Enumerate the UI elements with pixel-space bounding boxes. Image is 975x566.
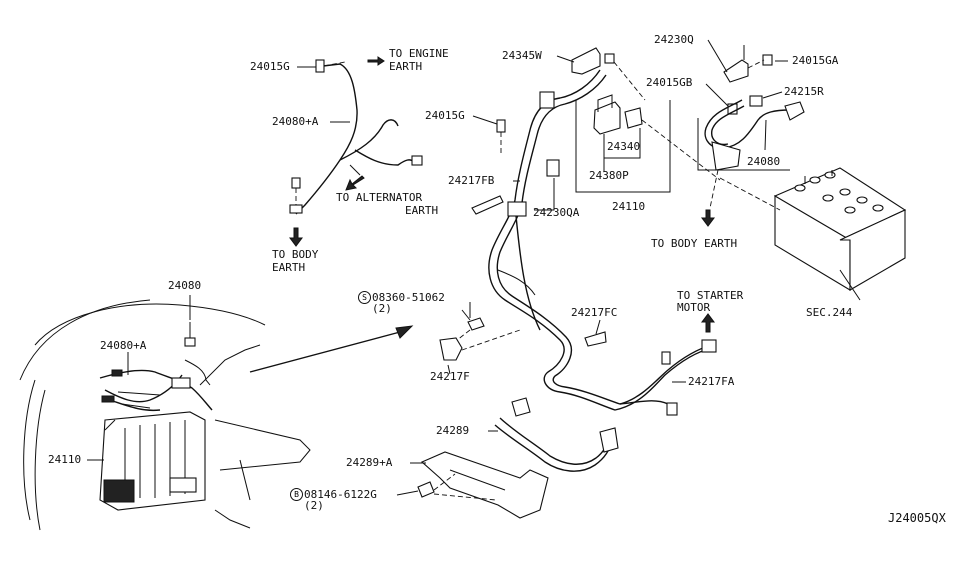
bolt-24015GA — [762, 54, 773, 66]
main-battery-cable — [488, 69, 717, 416]
clip-24217FB — [471, 195, 504, 215]
battery-terminal — [784, 101, 805, 121]
label-24015GB: 24015GB — [646, 76, 693, 89]
leader-lines — [87, 39, 788, 496]
clip-24215R — [749, 95, 763, 107]
arrow-to-body-earth-left — [289, 227, 303, 247]
diagram-code: J24005QX — [888, 511, 946, 525]
label-24215R: 24215R — [784, 85, 824, 98]
bolt-body-earth — [291, 177, 301, 189]
bracket-24230Q — [723, 59, 749, 83]
label-24230Q: 24230Q — [654, 33, 694, 46]
protectors — [417, 397, 619, 519]
label-24080A-top: 24080+A — [272, 115, 319, 128]
label-to-starter-motor-line1: TO STARTER — [677, 289, 744, 302]
protector-24289-clip1 — [511, 397, 531, 417]
label-to-body-earth-left-line1: TO BODY — [272, 248, 319, 261]
bolt-type-s-symbol: S — [358, 291, 371, 304]
starter-terminal — [701, 339, 717, 353]
bolt-type-b-symbol: B — [290, 488, 303, 501]
bolt-08360-group — [439, 309, 607, 361]
clip-24217F — [439, 337, 463, 361]
fuse-link-24380P — [624, 107, 643, 129]
label-24345W: 24345W — [502, 49, 542, 62]
engine-bracket — [169, 477, 197, 493]
label-08360-qty: (2) — [372, 302, 392, 315]
label-24110: 24110 — [612, 200, 646, 213]
cover-24345W — [571, 47, 601, 75]
cable-clamp-1 — [507, 201, 527, 217]
label-24230QA: 24230QA — [533, 206, 580, 219]
engine-bay-inset — [19, 299, 414, 531]
arrow-to-alternator-earth — [345, 175, 365, 191]
label-24289: 24289 — [436, 424, 470, 437]
label-24015G-top: 24015G — [250, 60, 290, 73]
clip-24217FA-2 — [661, 351, 671, 365]
label-to-body-earth-left-line2: EARTH — [272, 261, 306, 274]
label-24217FB: 24217FB — [448, 174, 495, 187]
terminal-cover-24080 — [711, 141, 741, 171]
label-08146-6122G: 08146-6122G — [304, 488, 377, 501]
label-24380P: 24380P — [589, 169, 629, 182]
bolt-08146-6122G — [417, 481, 435, 498]
cable-clamp-2 — [539, 91, 555, 109]
label-24015GA: 24015GA — [792, 54, 839, 67]
label-08360-51062: 08360-51062 — [372, 291, 445, 304]
fuse-block-24340 — [593, 101, 621, 135]
label-24217F: 24217F — [430, 370, 470, 383]
label-24110-inset: 24110 — [48, 453, 82, 466]
label-24217FC: 24217FC — [571, 306, 618, 319]
label-to-starter-motor-line2: MOTOR — [677, 301, 711, 314]
clip-24217FA — [666, 402, 678, 416]
clip-24230QA — [546, 159, 560, 177]
label-08146-qty: (2) — [304, 499, 324, 512]
label-24217FA: 24217FA — [688, 375, 735, 388]
bolt-24015G-top — [315, 59, 325, 73]
label-24080-inset: 24080 — [168, 279, 202, 292]
label-to-alternator-earth-line2: EARTH — [405, 204, 439, 217]
battery-side-cable — [697, 45, 805, 227]
label-to-body-earth-right: TO BODY EARTH — [651, 237, 738, 250]
clip-24217FC — [584, 331, 607, 347]
fusible-link-block — [471, 47, 721, 215]
label-sec244: SEC.244 — [806, 306, 853, 319]
label-24080-right: 24080 — [747, 155, 781, 168]
label-to-engine-earth-line2: EARTH — [389, 60, 423, 73]
bolt-08360-51062 — [467, 317, 485, 331]
clip-alternator — [411, 155, 423, 166]
arrow-to-starter-motor — [701, 313, 715, 333]
protector-24289A — [420, 451, 549, 519]
arrow-to-body-earth-right — [701, 209, 715, 227]
battery-sec244 — [719, 167, 907, 301]
label-24015G-mid: 24015G — [425, 109, 465, 122]
terminal-body-earth — [289, 204, 303, 214]
engine-component — [103, 479, 135, 503]
protector-24289-clip2 — [599, 427, 619, 453]
nut-24345W — [604, 53, 615, 64]
bolt-24015G-mid — [496, 119, 506, 133]
label-24080A-inset: 24080+A — [100, 339, 147, 352]
label-24340: 24340 — [607, 140, 641, 153]
label-to-engine-earth-line1: TO ENGINE — [389, 47, 449, 60]
battery-side — [839, 209, 906, 291]
arrow-to-engine-earth — [367, 56, 385, 66]
label-24289A: 24289+A — [346, 456, 393, 469]
engine-earth-harness — [289, 56, 423, 247]
label-to-alternator-earth-line1: TO ALTERNATOR — [336, 191, 423, 204]
arrow-inset-to-detail — [395, 325, 414, 339]
